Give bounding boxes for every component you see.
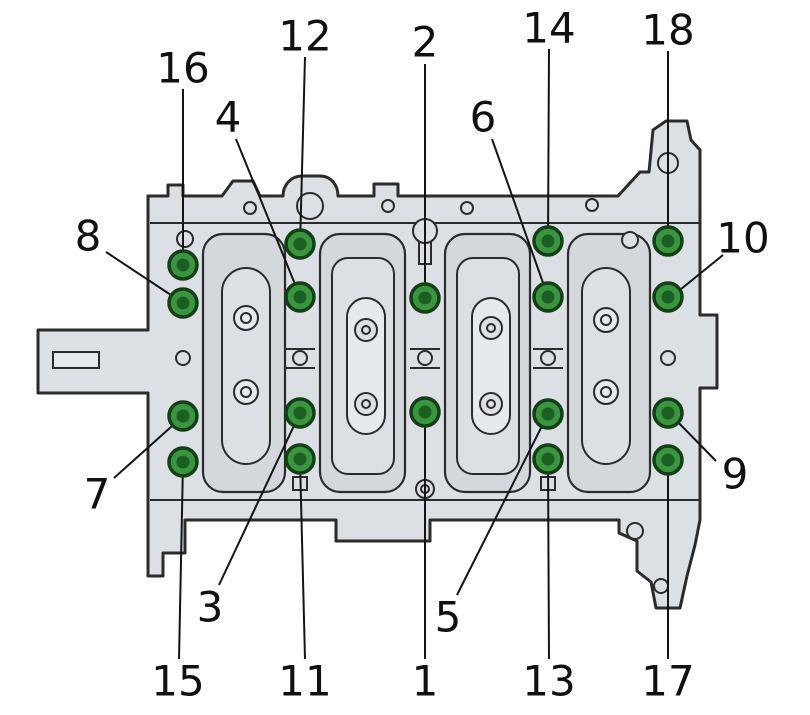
bolt-marker-3	[284, 397, 316, 429]
leader-line-11	[299, 459, 306, 660]
callout-label-13: 13	[522, 657, 575, 706]
journal-bore	[593, 307, 619, 333]
leader-line-6	[491, 138, 548, 295]
bolt-marker-5	[532, 398, 564, 430]
bolt-hole	[585, 198, 599, 212]
bolt-marker-18	[652, 225, 684, 257]
bolt-marker-6	[532, 281, 564, 313]
bolt-marker-11	[284, 443, 316, 475]
journal-bore	[233, 379, 259, 405]
journal-bore	[593, 379, 619, 405]
bolt-markers	[167, 225, 684, 478]
callout-label-2: 2	[412, 18, 439, 67]
leader-line-14	[547, 48, 550, 244]
bolt-marker-9	[652, 397, 684, 429]
journal-bore	[233, 305, 259, 331]
leader-line-5	[456, 415, 548, 596]
journal-bore-center	[240, 312, 252, 324]
journal-bore	[354, 318, 378, 342]
bolt-marker-7	[167, 400, 199, 432]
callout-label-15: 15	[151, 657, 204, 706]
bolt-hole	[653, 578, 669, 594]
bolt-hole	[621, 231, 639, 249]
bolt-marker-17	[652, 444, 684, 476]
leader-line-8	[105, 251, 181, 302]
journal-bore-center	[361, 325, 371, 335]
journal-bore-center	[486, 399, 496, 409]
callout-label-1: 1	[412, 657, 439, 706]
journal-bore	[479, 392, 503, 416]
callout-labels: 1 2 3 4 5 6 7 8 9 10 11 12 13 14 15 16 1…	[75, 4, 770, 706]
leader-line-12	[299, 56, 306, 247]
leader-line-13	[547, 459, 550, 660]
shaft-slot	[52, 351, 100, 369]
callout-label-14: 14	[522, 4, 575, 53]
oil-hole	[175, 350, 191, 366]
bolt-marker-4	[284, 281, 316, 313]
bolt-marker-16	[167, 249, 199, 281]
callout-label-11: 11	[278, 657, 331, 706]
callout-label-12: 12	[278, 12, 331, 61]
callout-label-7: 7	[84, 470, 111, 519]
journal-bore-center	[600, 314, 612, 326]
journal-bore	[354, 392, 378, 416]
callout-label-4: 4	[215, 93, 242, 142]
bolt-marker-15	[167, 446, 199, 478]
leader-lines	[105, 48, 724, 660]
leader-line-4	[235, 138, 300, 295]
journal-bore	[479, 316, 503, 340]
leader-line-15	[178, 462, 184, 660]
leader-line-7	[113, 417, 182, 479]
journal-bore-center	[600, 386, 612, 398]
bolt-hole	[626, 522, 644, 540]
bolt-hole	[243, 201, 257, 215]
callout-label-8: 8	[75, 212, 102, 261]
callout-label-16: 16	[156, 44, 209, 93]
bolt-hole	[176, 230, 194, 248]
bolt-marker-8	[167, 287, 199, 319]
bolt-marker-14	[532, 225, 564, 257]
bolt-marker-13	[532, 443, 564, 475]
bolt-marker-1	[409, 396, 441, 428]
callout-label-17: 17	[641, 657, 694, 706]
oil-hole	[417, 350, 433, 366]
callout-label-10: 10	[716, 214, 769, 263]
callout-label-18: 18	[641, 6, 694, 55]
bolt-marker-12	[284, 228, 316, 260]
journal-bore-center	[361, 399, 371, 409]
boss-circle	[296, 192, 324, 220]
bolt-hole	[381, 199, 395, 213]
journal-bore-center	[240, 386, 252, 398]
bolt-marker-2	[409, 282, 441, 314]
bolt-marker-10	[652, 281, 684, 313]
oil-hole	[292, 350, 308, 366]
oil-hole	[540, 350, 556, 366]
leader-line-3	[218, 414, 300, 586]
callout-label-5: 5	[435, 593, 462, 642]
oil-hole	[660, 350, 676, 366]
callout-label-9: 9	[722, 450, 749, 499]
callout-label-6: 6	[470, 93, 497, 142]
bay-4-capsule	[581, 267, 631, 465]
callout-label-3: 3	[197, 583, 224, 632]
bolt-hole	[460, 201, 474, 215]
engine-block-illustration	[36, 119, 719, 610]
bay-1-capsule	[221, 267, 271, 465]
journal-bore-center	[486, 323, 496, 333]
